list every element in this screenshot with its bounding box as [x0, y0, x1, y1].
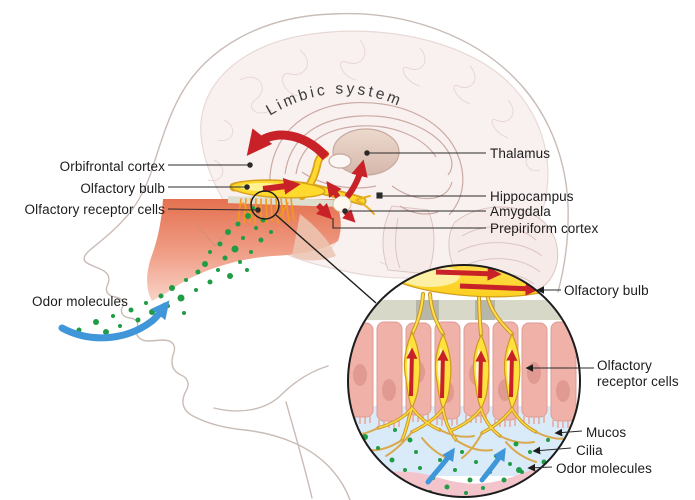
- inhale-arrow: [58, 300, 170, 342]
- brainstem: [382, 205, 435, 275]
- label-thalamus: Thalamus: [490, 146, 551, 161]
- inset-label-mucos: Mucos: [586, 425, 627, 440]
- magnifier: [250, 190, 377, 304]
- receptor-fibers: [237, 198, 295, 225]
- label-odor-molecules: Odor molecules: [32, 294, 128, 309]
- inset-circle-border: [347, 264, 581, 498]
- inset-cilia: [348, 406, 569, 463]
- inset-label-olfactory-bulb: Olfactory bulb: [564, 283, 649, 298]
- label-olfactory-receptor-cells: Olfactory receptor cells: [24, 202, 165, 217]
- inset-label-odor-molecules: Odor molecules: [556, 461, 652, 476]
- leader-lines: [167, 150, 594, 472]
- inset-label-cilia: Cilia: [576, 443, 603, 458]
- label-amygdala: Amygdala: [490, 204, 551, 219]
- label-prepiriform-cortex: Prepiriform cortex: [490, 221, 599, 236]
- label-orbifrontal-cortex: Orbifrontal cortex: [59, 159, 165, 174]
- inset-label-olfactory-receptor-cells: Olfactory receptor cells: [597, 358, 679, 390]
- axons: [410, 292, 514, 337]
- signal-arrows: [246, 128, 368, 223]
- label-olfactory-bulb: Olfactory bulb: [80, 181, 165, 196]
- amygdala-shape: [332, 195, 352, 213]
- label-hippocampus: Hippocampus: [490, 189, 574, 204]
- inset-inhale-arrows: [425, 447, 506, 485]
- nasal-cavity: [147, 196, 341, 301]
- head-outline: [83, 12, 569, 500]
